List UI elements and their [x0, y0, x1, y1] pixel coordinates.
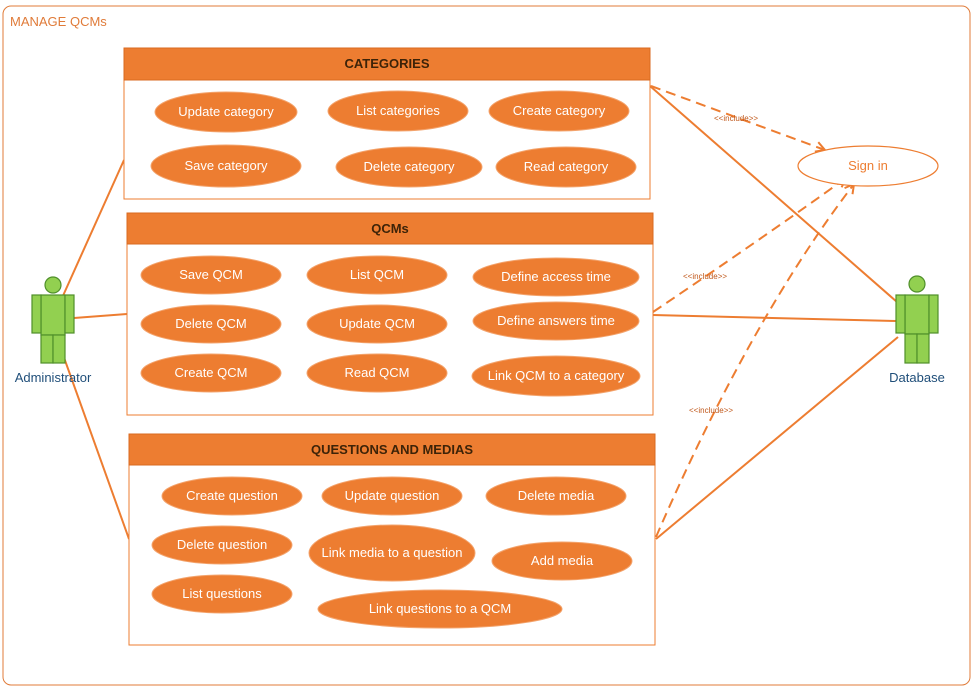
associations — [61, 85, 899, 540]
assoc-questions-database — [655, 336, 899, 540]
use-case-delete-media-label: Delete media — [518, 488, 595, 503]
package-questions: QUESTIONS AND MEDIAS Create question Upd… — [128, 433, 656, 646]
assoc-admin-questions — [61, 351, 130, 540]
use-case-link-media-question[interactable] — [308, 524, 476, 582]
use-case-delete-category[interactable] — [335, 146, 483, 188]
package-qcms-title: QCMs — [371, 221, 409, 236]
use-case-sign-in[interactable] — [797, 145, 939, 187]
use-case-add-media[interactable] — [491, 541, 633, 581]
use-case-update-qcm[interactable] — [306, 304, 448, 344]
use-case-delete-qcm-label: Delete QCM — [175, 316, 247, 331]
use-case-update-qcm-label: Update QCM — [339, 316, 415, 331]
actor-database-arm-left — [895, 294, 906, 334]
assoc-admin-categories — [61, 159, 125, 299]
actor-administrator-leg-left — [40, 334, 54, 364]
use-case-define-access-time[interactable] — [472, 257, 640, 297]
actor-administrator-torso — [40, 294, 66, 336]
use-case-create-category[interactable] — [488, 90, 630, 132]
include-relations — [650, 85, 854, 538]
use-case-link-media-question-label: Link media to a question — [322, 545, 463, 560]
use-case-add-media-label: Add media — [531, 553, 594, 568]
package-qcms-header — [126, 212, 654, 245]
actor-database-torso — [904, 294, 930, 335]
package-categories-header — [123, 47, 651, 81]
use-case-read-category-label: Read category — [524, 159, 609, 174]
use-case-define-answers-time[interactable] — [472, 301, 640, 341]
actor-administrator-label: Administrator — [15, 370, 92, 385]
actor-database[interactable]: Database — [889, 275, 945, 385]
assoc-qcms-database — [652, 314, 897, 322]
use-case-link-questions-qcm-label: Link questions to a QCM — [369, 601, 511, 616]
actor-database-leg-left — [904, 333, 918, 364]
use-case-create-qcm[interactable] — [140, 353, 282, 393]
actor-administrator-arm-right — [64, 294, 75, 334]
include-label-questions: <<include>> — [689, 406, 733, 415]
use-case-delete-qcm[interactable] — [140, 304, 282, 344]
actor-database-leg-right — [916, 333, 930, 364]
use-case-link-qcm-category[interactable] — [471, 355, 641, 397]
actor-database-head — [908, 275, 926, 293]
use-case-list-categories[interactable] — [327, 90, 469, 132]
include-questions-signin — [655, 184, 854, 538]
use-case-sign-in-label: Sign in — [848, 158, 888, 173]
use-case-create-question-label: Create question — [186, 488, 278, 503]
use-case-link-qcm-category-label: Link QCM to a category — [488, 368, 625, 383]
use-case-list-questions[interactable] — [151, 574, 293, 614]
use-case-list-qcm[interactable] — [306, 255, 448, 295]
use-case-update-question-label: Update question — [345, 488, 440, 503]
include-label-categories: <<include>> — [714, 114, 758, 123]
use-case-delete-category-label: Delete category — [363, 159, 455, 174]
use-case-delete-media[interactable] — [485, 476, 627, 516]
use-case-update-category-label: Update category — [178, 104, 274, 119]
use-case-define-access-time-label: Define access time — [501, 269, 611, 284]
use-case-create-question[interactable] — [161, 476, 303, 516]
use-case-link-questions-qcm[interactable] — [317, 589, 563, 629]
actor-database-label: Database — [889, 370, 945, 385]
package-qcms: QCMs Save QCM List QCM Define access tim… — [126, 212, 654, 416]
use-case-update-question[interactable] — [321, 476, 463, 516]
include-label-qcms: <<include>> — [683, 272, 727, 281]
use-case-save-qcm-label: Save QCM — [179, 267, 243, 282]
use-case-create-category-label: Create category — [513, 103, 606, 118]
use-case-delete-question[interactable] — [151, 525, 293, 565]
actor-administrator-leg-right — [52, 334, 66, 364]
actor-administrator-head — [44, 276, 62, 294]
use-case-delete-question-label: Delete question — [177, 537, 267, 552]
use-case-save-category-label: Save category — [184, 158, 268, 173]
use-case-list-questions-label: List questions — [182, 586, 262, 601]
use-case-read-qcm-label: Read QCM — [344, 365, 409, 380]
use-case-read-qcm[interactable] — [306, 353, 448, 393]
actor-administrator-arm-left — [31, 294, 42, 334]
actor-database-arm-right — [928, 294, 939, 334]
package-questions-header — [128, 433, 656, 466]
use-case-define-answers-time-label: Define answers time — [497, 313, 615, 328]
assoc-admin-qcms — [73, 313, 128, 319]
use-case-save-qcm[interactable] — [140, 255, 282, 295]
actor-administrator[interactable]: Administrator — [15, 276, 92, 385]
package-categories: CATEGORIES Update category List categori… — [123, 47, 651, 200]
system-title: MANAGE QCMs — [10, 14, 107, 29]
assoc-categories-database — [649, 85, 898, 303]
use-case-list-categories-label: List categories — [356, 103, 440, 118]
package-questions-title: QUESTIONS AND MEDIAS — [311, 442, 473, 457]
use-case-update-category[interactable] — [154, 91, 298, 133]
use-case-list-qcm-label: List QCM — [350, 267, 404, 282]
use-case-save-category[interactable] — [150, 144, 302, 188]
package-categories-title: CATEGORIES — [345, 56, 430, 71]
use-case-create-qcm-label: Create QCM — [175, 365, 248, 380]
use-case-read-category[interactable] — [495, 146, 637, 188]
